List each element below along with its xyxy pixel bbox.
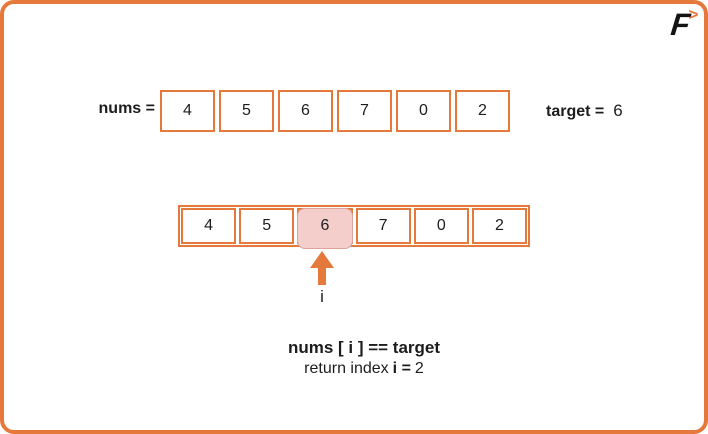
array-cell: 6 [278, 90, 333, 132]
array-cell: 4 [181, 208, 237, 244]
arrow-head [310, 251, 334, 268]
cell-value: 0 [436, 217, 446, 234]
arrow-shaft [318, 268, 326, 285]
array-cell: 7 [337, 90, 392, 132]
cell-value: 7 [360, 102, 369, 119]
cell-value: 2 [478, 102, 487, 119]
array-cell: 0 [396, 90, 451, 132]
chevron-right-icon: > [688, 5, 698, 24]
nums-array-top: 4 5 6 7 0 2 [160, 90, 510, 132]
result-text-bold: i = [392, 360, 411, 377]
cell-value: 6 [301, 102, 310, 119]
array-cell: 5 [219, 90, 274, 132]
arrow-up-icon [310, 251, 334, 285]
target-value: 6 [613, 101, 623, 120]
result-text-normal: return index [304, 360, 389, 377]
nums-array-search: 4 5 6 7 0 2 [178, 205, 530, 249]
brand-logo: F > [650, 6, 698, 46]
result-text-value: 2 [414, 360, 424, 377]
condition-text: nums [ i ] == target [287, 338, 441, 357]
array-cell: 0 [413, 208, 469, 244]
cell-value: 4 [204, 217, 214, 234]
array-cell: 2 [471, 208, 528, 244]
cell-value: 5 [262, 217, 272, 234]
array-cell: 2 [455, 90, 510, 132]
target-label: target = [546, 103, 605, 120]
index-label: i [320, 287, 324, 306]
cell-value: 2 [494, 217, 504, 234]
array-cell: 6 [297, 208, 353, 249]
array-cell: 4 [160, 90, 215, 132]
array-cell: 5 [239, 208, 295, 244]
cell-value: 4 [183, 102, 192, 119]
nums-label: nums = [98, 100, 155, 117]
target-group: target = 6 [546, 101, 623, 121]
cell-value: 5 [242, 102, 251, 119]
array-cell: 7 [355, 208, 411, 244]
highlight-box [297, 208, 353, 249]
cell-value: 7 [378, 217, 388, 234]
cell-value: 6 [320, 217, 330, 234]
cell-value: 0 [419, 102, 428, 119]
